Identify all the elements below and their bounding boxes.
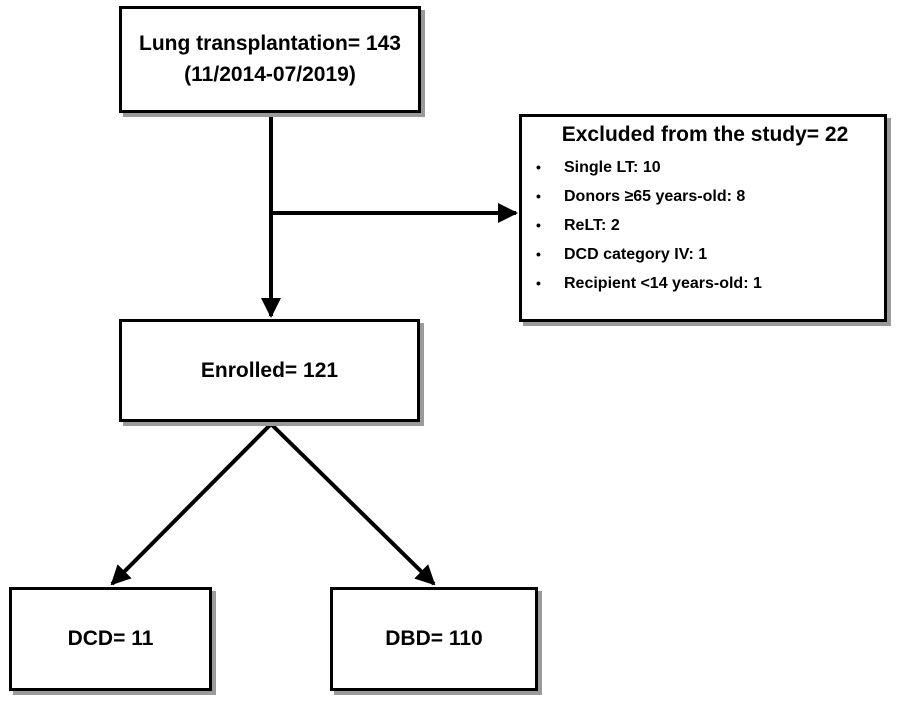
dcd-box: DCD= 11 bbox=[9, 587, 212, 691]
excluded-box: Excluded from the study= 22 • Single LT: … bbox=[519, 114, 887, 322]
lung-transplantation-count: Lung transplantation= 143 bbox=[139, 32, 401, 56]
bullet-icon: • bbox=[536, 246, 541, 262]
arrow-to-dcd bbox=[110, 422, 273, 586]
bullet-icon: • bbox=[536, 275, 541, 291]
exclusion-item: • Single LT: 10 bbox=[536, 153, 874, 182]
dcd-label: DCD= 11 bbox=[67, 627, 154, 650]
exclusion-item-label: Recipient <14 years-old: 1 bbox=[564, 275, 762, 292]
bullet-icon: • bbox=[536, 159, 541, 175]
bullet-icon: • bbox=[536, 217, 541, 233]
excluded-title: Excluded from the study= 22 bbox=[561, 123, 849, 146]
exclusion-item-label: Single LT: 10 bbox=[564, 159, 661, 176]
lung-transplantation-box: Lung transplantation= 143 (11/2014-07/20… bbox=[119, 6, 421, 113]
dbd-box: DBD= 110 bbox=[330, 587, 538, 691]
enrolled-box: Enrolled= 121 bbox=[119, 319, 420, 422]
exclusion-item-label: DCD category IV: 1 bbox=[564, 246, 708, 263]
exclusion-item: • ReLT: 2 bbox=[536, 211, 874, 240]
exclusion-item: • Recipient <14 years-old: 1 bbox=[536, 269, 874, 298]
exclusion-item-label: ReLT: 2 bbox=[564, 217, 620, 234]
exclusion-item: • DCD category IV: 1 bbox=[536, 240, 874, 269]
exclusion-list: •Single LT: 10 •Donors ≥65 years-old: 8 … bbox=[536, 153, 874, 298]
bullet-icon: • bbox=[536, 188, 541, 204]
exclusion-item-label: Donors ≥65 years-old: 8 bbox=[564, 188, 746, 205]
study-period: (11/2014-07/2019) bbox=[184, 62, 356, 86]
arrow-to-dbd bbox=[269, 422, 436, 586]
exclusion-item: • Donors ≥65 years-old: 8 bbox=[536, 182, 874, 211]
enrolled-label: Enrolled= 121 bbox=[200, 358, 339, 382]
dbd-label: DBD= 110 bbox=[385, 627, 483, 650]
